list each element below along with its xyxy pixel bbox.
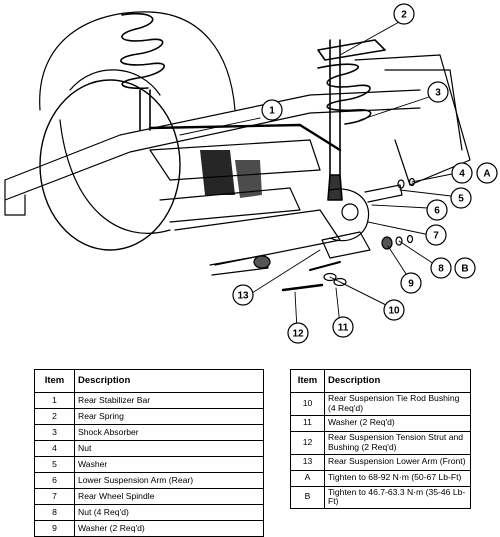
description-cell: Nut (4 Req'd): [74, 504, 264, 521]
callout-13: 13: [232, 284, 254, 306]
description-cell: Shock Absorber: [74, 424, 264, 441]
left-wheel-housing: [39, 11, 236, 251]
callout-label: 10: [388, 306, 400, 317]
stabilizer-bar: [148, 123, 342, 152]
item-header: Item: [34, 369, 75, 393]
right-fender: [354, 54, 471, 186]
description-cell: Tighten to 46.7-63.3 N·m (35-46 Lb-Ft): [324, 485, 471, 510]
callout-9: 9: [400, 272, 422, 294]
callout-4: 4: [451, 162, 473, 184]
item-cell: 10: [290, 392, 325, 416]
item-cell: 9: [34, 520, 75, 537]
item-cell: 13: [290, 453, 325, 471]
callout-5: 5: [450, 187, 472, 209]
description-cell: Rear Suspension Tension Strut and Bushin…: [324, 430, 471, 455]
callout-label: 7: [433, 231, 439, 242]
left-spring: [120, 12, 165, 131]
callout-label: 6: [434, 206, 440, 217]
frame-crossmember: [4, 89, 421, 276]
item-cell: 4: [34, 440, 75, 457]
callout-label: 1: [269, 106, 275, 117]
description-cell: Washer (2 Req'd): [74, 520, 264, 537]
callout-label: 9: [408, 279, 414, 290]
callout-2: 2: [393, 3, 415, 25]
callout-label: 13: [237, 291, 249, 302]
spindle-and-arms: [281, 177, 416, 292]
description-cell: Tighten to 68-92 N·m (50-67 Lb-Ft): [324, 469, 471, 487]
callout-label: 8: [438, 264, 444, 275]
item-cell: B: [290, 485, 325, 510]
callout-3: 3: [427, 81, 449, 103]
description-cell: Rear Suspension Lower Arm (Front): [324, 453, 471, 471]
callout-6: 6: [426, 199, 448, 221]
description-cell: Rear Suspension Tie Rod Bushing (4 Req'd…: [324, 392, 471, 416]
item-cell: 5: [34, 456, 75, 473]
right-strut-assembly: [317, 39, 386, 201]
callout-label: 2: [401, 10, 407, 21]
description-cell: Washer: [74, 456, 264, 473]
description-cell: Rear Wheel Spindle: [74, 488, 264, 505]
table-header-row: Item Description: [290, 369, 471, 393]
callout-b: B: [454, 257, 476, 279]
description-cell: Nut: [74, 440, 264, 457]
description-cell: Rear Spring: [74, 408, 264, 425]
description-header: Description: [324, 369, 471, 393]
item-cell: 2: [34, 408, 75, 425]
callout-label: 11: [338, 323, 349, 334]
description-cell: Lower Suspension Arm (Rear): [74, 472, 264, 489]
item-cell: A: [290, 469, 325, 487]
item-header: Item: [290, 369, 325, 393]
item-cell: 12: [290, 430, 325, 455]
description-cell: Washer (2 Req'd): [324, 414, 471, 432]
callout-label: A: [483, 169, 490, 180]
callout-label: 3: [435, 88, 441, 99]
item-cell: 3: [34, 424, 75, 441]
callout-10: 10: [383, 299, 405, 321]
callout-label: B: [461, 264, 468, 275]
leader-lines: [179, 21, 453, 331]
callout-1: 1: [261, 99, 283, 121]
callout-label: 5: [458, 194, 464, 205]
item-cell: 1: [34, 392, 75, 409]
description-cell: Rear Stabilizer Bar: [74, 392, 264, 409]
callout-12: 12: [287, 322, 309, 344]
description-header: Description: [74, 369, 264, 393]
callout-8: 8: [430, 257, 452, 279]
item-cell: 8: [34, 504, 75, 521]
callout-a: A: [476, 162, 498, 184]
item-cell: 11: [290, 414, 325, 432]
callout-label: 12: [292, 329, 304, 340]
callout-11: 11: [332, 316, 354, 338]
item-cell: 7: [34, 488, 75, 505]
item-cell: 6: [34, 472, 75, 489]
callout-label: 4: [459, 169, 465, 180]
callout-7: 7: [425, 224, 447, 246]
table-header-row: Item Description: [34, 369, 264, 393]
